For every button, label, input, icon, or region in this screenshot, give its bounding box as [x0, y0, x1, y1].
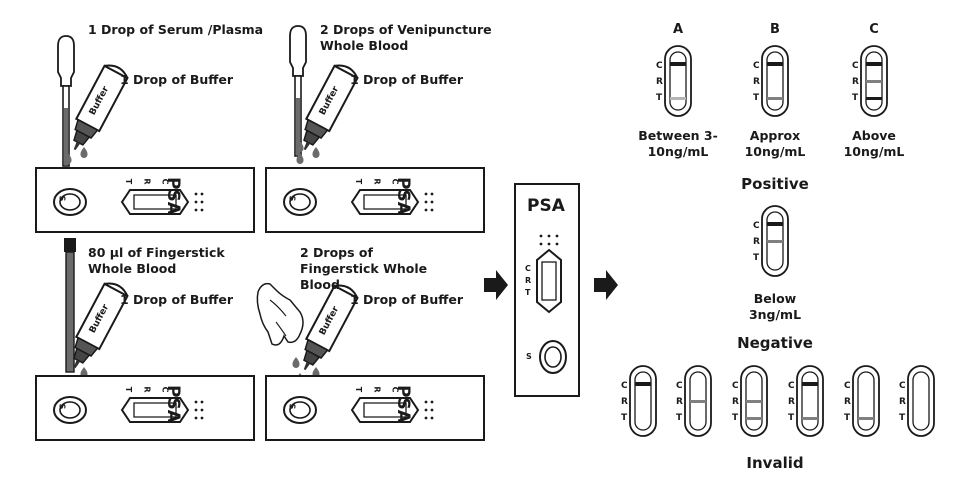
- crt-r: R: [753, 237, 760, 247]
- strip-invalid-2: [684, 365, 712, 437]
- crt-r: R: [656, 77, 663, 87]
- cassette-3-letter-c: C: [160, 386, 170, 393]
- crt-r: R: [852, 77, 859, 87]
- crt-c: C: [656, 61, 663, 71]
- strip-positive-c: [860, 45, 888, 117]
- crt-c: C: [753, 221, 760, 231]
- crt-r: R: [621, 397, 628, 407]
- venipuncture-buffer-label: 1 Drop of Buffer: [350, 72, 464, 87]
- vertical-letter-r: R: [525, 276, 532, 285]
- crt-t: T: [788, 413, 795, 423]
- crt-c: C: [732, 381, 739, 391]
- fingerstick-pipette-sample-label: 80 µl of Fingerstick Whole Blood: [88, 245, 225, 276]
- invalid-2-crt: C R T: [676, 378, 683, 426]
- cassette-3-well-letter: S: [57, 403, 67, 410]
- vertical-cassette-brand: PSA: [527, 196, 565, 216]
- invalid-5-crt: C R T: [844, 378, 851, 426]
- invalid-1-crt: C R T: [621, 378, 628, 426]
- cassette-4-letter-t: T: [354, 386, 364, 393]
- crt-r: R: [753, 77, 760, 87]
- cassette-4-letter-r: R: [372, 386, 382, 393]
- positive-c-crt: C R T: [852, 58, 859, 106]
- panel-fingerstick-pipette: [35, 238, 255, 441]
- cassette-4-letter-c: C: [390, 386, 400, 393]
- crt-c: C: [844, 381, 851, 391]
- crt-t: T: [676, 413, 683, 423]
- fingerstick-pipette-buffer-label: 1 Drop of Buffer: [120, 292, 234, 307]
- panel-venipuncture: [265, 25, 485, 233]
- crt-t: T: [899, 413, 906, 423]
- serum-sample-label: 1 Drop of Serum /Plasma: [88, 22, 264, 37]
- crt-c: C: [852, 61, 859, 71]
- cassette-3-letter-t: T: [124, 386, 134, 393]
- fingerstick-drops-sample-label: 2 Drops of Fingerstick Whole Blood: [300, 245, 428, 292]
- crt-c: C: [676, 381, 683, 391]
- negative-crt: C R T: [753, 218, 760, 266]
- strip-positive-b: [761, 45, 789, 117]
- positive-c-letter: C: [869, 22, 879, 37]
- positive-a-crt: C R T: [656, 58, 663, 106]
- panel-serum-plasma: [35, 35, 255, 233]
- positive-c-caption: Above 10ng/mL: [843, 128, 905, 159]
- crt-r: R: [732, 397, 739, 407]
- positive-b-caption: Approx 10ng/mL: [744, 128, 806, 159]
- strip-invalid-6: [907, 365, 935, 437]
- cassette-1-letter-r: R: [142, 178, 152, 185]
- positive-b-letter: B: [770, 22, 780, 37]
- crt-c: C: [753, 61, 760, 71]
- vertical-well-letter: S: [526, 352, 532, 361]
- crt-c: C: [788, 381, 795, 391]
- cassette-2-well-letter: S: [287, 195, 297, 202]
- crt-t: T: [852, 93, 859, 103]
- vertical-letter-c: C: [525, 264, 531, 273]
- invalid-3-crt: C R T: [732, 378, 739, 426]
- crt-t: T: [656, 93, 663, 103]
- negative-heading: Negative: [737, 334, 813, 352]
- cassette-1-letter-c: C: [160, 178, 170, 185]
- crt-t: T: [753, 253, 760, 263]
- serum-buffer-label: 1 Drop of Buffer: [120, 72, 234, 87]
- venipuncture-sample-label: 2 Drops of Venipuncture Whole Blood: [320, 22, 492, 53]
- cassette-4-well-letter: S: [287, 403, 297, 410]
- crt-c: C: [621, 381, 628, 391]
- strip-invalid-3: [740, 365, 768, 437]
- crt-r: R: [899, 397, 906, 407]
- invalid-heading: Invalid: [746, 454, 804, 472]
- vertical-letter-t: T: [525, 288, 531, 297]
- crt-t: T: [844, 413, 851, 423]
- cassette-1-well-letter: S: [57, 195, 67, 202]
- positive-heading: Positive: [741, 175, 809, 193]
- strip-invalid-5: [852, 365, 880, 437]
- strip-invalid-1: [629, 365, 657, 437]
- vertical-cassette: [514, 183, 580, 397]
- fingerstick-drops-buffer-label: 1 Drop of Buffer: [350, 292, 464, 307]
- crt-r: R: [676, 397, 683, 407]
- positive-a-caption: Between 3-10ng/mL: [638, 128, 718, 159]
- cassette-2-letter-t: T: [354, 178, 364, 185]
- cassette-2-letter-r: R: [372, 178, 382, 185]
- crt-r: R: [788, 397, 795, 407]
- invalid-6-crt: C R T: [899, 378, 906, 426]
- cassette-3-letter-r: R: [142, 386, 152, 393]
- positive-b-crt: C R T: [753, 58, 760, 106]
- crt-t: T: [753, 93, 760, 103]
- crt-t: T: [621, 413, 628, 423]
- invalid-4-crt: C R T: [788, 378, 795, 426]
- strip-invalid-4: [796, 365, 824, 437]
- positive-a-letter: A: [672, 22, 684, 37]
- strip-positive-a: [664, 45, 692, 117]
- strip-negative: [761, 205, 789, 277]
- panel-fingerstick-drops: [256, 280, 485, 441]
- flow-arrows: [484, 270, 618, 300]
- cassette-2-letter-c: C: [390, 178, 400, 185]
- crt-c: C: [899, 381, 906, 391]
- crt-t: T: [732, 413, 739, 423]
- negative-caption: Below 3ng/mL: [748, 291, 802, 322]
- crt-r: R: [844, 397, 851, 407]
- cassette-1-letter-t: T: [124, 178, 134, 185]
